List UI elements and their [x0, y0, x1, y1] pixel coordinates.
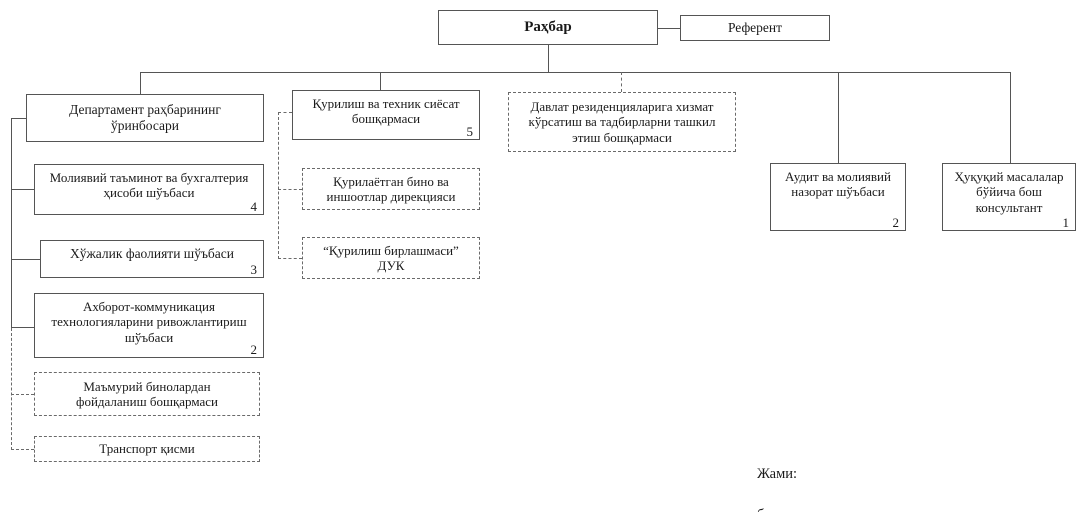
footer-line-2: бошқарув ходимларининг чекланган сони – — [757, 505, 1026, 512]
node-construction-directorate[interactable]: Қурилаётган бино ва иншоотлар дирекцияси — [302, 168, 480, 210]
node-count: 3 — [250, 262, 258, 277]
node-label: Маъмурий бинолардан фойдаланиш бошқармас… — [76, 378, 218, 409]
node-legal-consultant[interactable]: Ҳуқуқий масалалар бўйича бош консультант… — [942, 163, 1076, 231]
node-admin-buildings[interactable]: Маъмурий бинолардан фойдаланиш бошқармас… — [34, 372, 260, 416]
node-construction-policy[interactable]: Қурилиш ва техник сиёсат бошқармаси 5 — [292, 90, 480, 140]
connector-stub-deputy — [11, 118, 26, 119]
connector-stub-ict — [11, 327, 34, 328]
node-label: Ҳуқуқий масалалар бўйича бош консультант — [954, 169, 1064, 215]
node-label: “Қурилиш бирлашмаси” ДУК — [323, 242, 459, 273]
node-label: Давлат резиденцияларига хизмат кўрсатиш … — [528, 99, 716, 145]
node-root-rahbar[interactable]: Раҳбар — [438, 10, 658, 45]
node-economic-activity[interactable]: Хўжалик фаолияти шўъбаси 3 — [40, 240, 264, 278]
connector-stub-economic — [11, 259, 40, 260]
connector-stub-finance — [11, 189, 34, 190]
node-label: Қурилиш ва техник сиёсат бошқармаси — [312, 96, 460, 127]
node-label: Департамент раҳбарининг ўринбосари — [69, 102, 221, 133]
node-label: Аудит ва молиявий назорат шўъбаси — [785, 169, 891, 200]
connector-root-to-referent — [658, 28, 680, 29]
node-label: Молиявий таъминот ва бухгалтерия ҳисоби … — [49, 170, 249, 201]
connector-left-spine-solid — [11, 118, 12, 328]
connector-stub-directorate — [278, 189, 302, 190]
node-count: 1 — [1062, 215, 1070, 230]
node-label: Ахборот-коммуникация технологияларини ри… — [51, 299, 247, 345]
node-deputy-head[interactable]: Департамент раҳбарининг ўринбосари — [26, 94, 264, 142]
connector-drop-construction — [380, 72, 381, 90]
connector-stub-union — [278, 258, 302, 259]
connector-stub-admin-buildings — [11, 394, 34, 395]
footer-total-block: Жами: бошқарув ходимларининг чекланган с… — [757, 443, 1026, 512]
node-referent[interactable]: Референт — [680, 15, 830, 41]
node-label: Қурилаётган бино ва иншоотлар дирекцияси — [326, 173, 456, 204]
connector-drop-deputy — [140, 72, 141, 94]
node-transport[interactable]: Транспорт қисми — [34, 436, 260, 462]
node-count: 2 — [892, 215, 900, 230]
node-count: 2 — [250, 342, 258, 357]
connector-middle-spine — [278, 112, 279, 259]
node-state-residences[interactable]: Давлат резиденцияларига хизмат кўрсатиш … — [508, 92, 736, 152]
node-label: Раҳбар — [524, 18, 572, 35]
node-count: 5 — [466, 124, 474, 139]
connector-drop-legal — [1010, 72, 1011, 163]
connector-stub-transport — [11, 449, 34, 450]
node-count: 4 — [250, 199, 258, 214]
node-label: Хўжалик фаолияти шўъбаси — [69, 246, 235, 261]
node-label: Транспорт қисми — [99, 441, 195, 457]
connector-root-drop — [548, 45, 549, 72]
connector-left-spine-dashed — [11, 328, 12, 450]
connector-main-bus — [140, 72, 1011, 73]
node-construction-union[interactable]: “Қурилиш бирлашмаси” ДУК — [302, 237, 480, 279]
node-ict-development[interactable]: Ахборот-коммуникация технологияларини ри… — [34, 293, 264, 358]
node-audit-financial-control[interactable]: Аудит ва молиявий назорат шўъбаси 2 — [770, 163, 906, 231]
connector-drop-residences — [621, 72, 622, 92]
node-finance-accounting[interactable]: Молиявий таъминот ва бухгалтерия ҳисоби … — [34, 164, 264, 215]
connector-drop-audit — [838, 72, 839, 163]
node-label: Референт — [727, 20, 783, 36]
footer-line-1: Жами: — [757, 465, 798, 482]
connector-stub-construction — [278, 112, 292, 113]
